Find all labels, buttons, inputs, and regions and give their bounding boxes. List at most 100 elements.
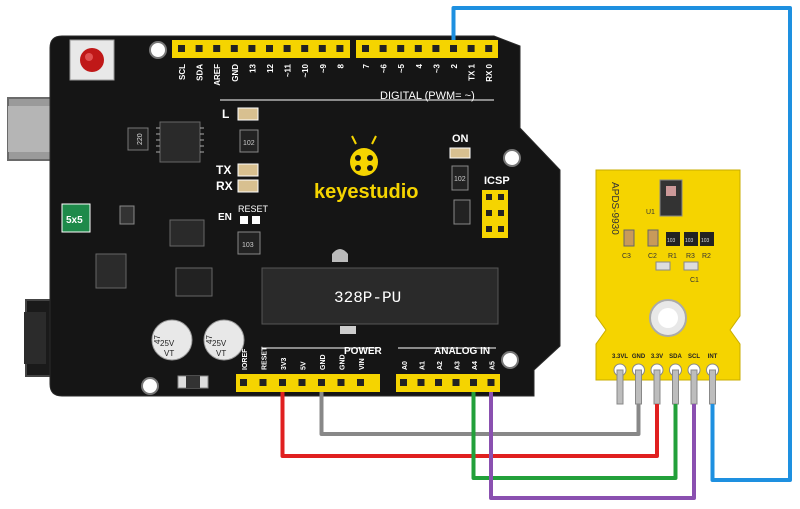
- header-pin[interactable]: [248, 45, 256, 52]
- header-pin[interactable]: [298, 379, 306, 386]
- power-pin-label: GND: [340, 354, 347, 370]
- header-pin[interactable]: [397, 45, 405, 52]
- sensor-pin-label: SDA: [669, 354, 682, 360]
- header-pin[interactable]: [213, 45, 221, 52]
- sensor-pin[interactable]: [635, 369, 642, 405]
- main-chip-label: 328P-PU: [334, 289, 401, 307]
- svg-text:47: 47: [153, 335, 162, 344]
- digital-pin-label: ~3: [432, 63, 441, 73]
- header-pin[interactable]: [400, 379, 407, 386]
- r2-label: R2: [702, 253, 711, 260]
- header-pin[interactable]: [195, 45, 203, 52]
- digital-pin-label: 12: [266, 63, 275, 72]
- analog-pin-label: A2: [437, 361, 444, 370]
- header-pin[interactable]: [178, 45, 185, 52]
- header-pin[interactable]: [379, 45, 387, 52]
- header-pin[interactable]: [485, 45, 493, 52]
- header-pin[interactable]: [336, 45, 344, 52]
- resistor-103-label: 103: [242, 242, 254, 249]
- power-pin-label: 3V3: [281, 357, 288, 370]
- digital-header-label: DIGITAL (PWM= ~): [380, 90, 475, 102]
- capacitor-1: 47: [151, 319, 193, 361]
- res1-label: 103: [667, 238, 676, 244]
- header-pin[interactable]: [279, 379, 286, 386]
- wire: [280, 392, 659, 458]
- power-pin-label: 5V: [301, 361, 308, 370]
- reset-small-label: RESET: [238, 204, 269, 214]
- wire: [489, 392, 696, 500]
- sensor-pin-label: 3.3V: [651, 354, 663, 360]
- capacitor-2: 47: [203, 319, 245, 361]
- header-pin[interactable]: [283, 45, 291, 52]
- header-pin[interactable]: [318, 45, 326, 52]
- sensor-pin[interactable]: [690, 369, 698, 405]
- header-pin[interactable]: [452, 379, 460, 386]
- analog-pin-label: A3: [455, 361, 462, 370]
- sensor-pin[interactable]: [616, 369, 624, 405]
- sensor-pin[interactable]: [709, 369, 716, 405]
- header-pin[interactable]: [357, 379, 364, 386]
- header-pin[interactable]: [362, 45, 369, 52]
- digital-pin-label: AREF: [213, 64, 222, 86]
- digital-pin-label: 2: [450, 63, 459, 68]
- header-pin[interactable]: [432, 45, 440, 52]
- cap2-vt: VT: [216, 349, 226, 358]
- digital-pin-label: ~5: [397, 63, 406, 73]
- header-pin[interactable]: [230, 45, 238, 52]
- header-pin[interactable]: [266, 45, 273, 52]
- fuse: [61, 203, 91, 233]
- analog-pin-label: A0: [402, 361, 409, 370]
- analog-pin-label: A5: [490, 361, 497, 370]
- header-pin[interactable]: [435, 379, 442, 386]
- mounting-hole: [149, 41, 167, 59]
- small-ic: [127, 127, 149, 151]
- power-pin-label: GND: [320, 354, 327, 370]
- digital-pin-label: ~9: [319, 63, 328, 73]
- header-pin[interactable]: [240, 379, 247, 386]
- header-pin[interactable]: [414, 45, 422, 52]
- resistor-103: [237, 231, 261, 255]
- c2-label: C2: [648, 253, 657, 260]
- digital-pin-label: ~6: [380, 63, 389, 73]
- usb-mcu-chip: [159, 121, 201, 163]
- wire: [319, 392, 641, 436]
- header-pin[interactable]: [417, 379, 425, 386]
- led-tx: [237, 163, 259, 177]
- sensor-pcb: [595, 169, 741, 381]
- sensor-pin-label: 3.3VL: [612, 354, 628, 360]
- digital-pin-label: TX 1: [468, 63, 477, 80]
- analog-pin-label: A4: [472, 361, 479, 370]
- header-top-right: [356, 40, 498, 58]
- cap1-volt: 25V: [160, 339, 175, 348]
- sensor-pin[interactable]: [653, 369, 661, 405]
- sensor-components: [623, 229, 714, 271]
- header-pin[interactable]: [318, 379, 325, 386]
- sensor-name: APDS-9930: [609, 182, 620, 235]
- header-pin[interactable]: [487, 379, 495, 386]
- header-analog: [396, 374, 500, 392]
- power-label: POWER: [344, 346, 383, 357]
- keyestudio-logo: [350, 135, 378, 176]
- cap2-volt: 25V: [212, 339, 227, 348]
- digital-pin-label: SDA: [196, 64, 205, 81]
- mounting-hole: [503, 149, 521, 167]
- icsp-label: ICSP: [484, 175, 510, 187]
- header-pin[interactable]: [467, 45, 475, 52]
- resistor-102: [239, 129, 259, 153]
- header-pin[interactable]: [450, 45, 457, 52]
- header-pin[interactable]: [470, 379, 477, 386]
- cap1-vt: VT: [164, 349, 174, 358]
- c1-label: C1: [690, 277, 699, 284]
- header-pin[interactable]: [301, 45, 309, 52]
- fuse-label: 5x5: [66, 215, 83, 226]
- sensor-pin[interactable]: [672, 369, 679, 405]
- res3-label: 103: [701, 238, 710, 244]
- digital-pin-label: RX 0: [485, 63, 494, 81]
- header-pin[interactable]: [337, 379, 345, 386]
- power-pin-label: RESET: [262, 346, 269, 370]
- digital-pin-label: 13: [248, 63, 257, 72]
- analog-pin-label: A1: [420, 361, 427, 370]
- wire: [471, 392, 678, 480]
- header-pin[interactable]: [259, 379, 267, 386]
